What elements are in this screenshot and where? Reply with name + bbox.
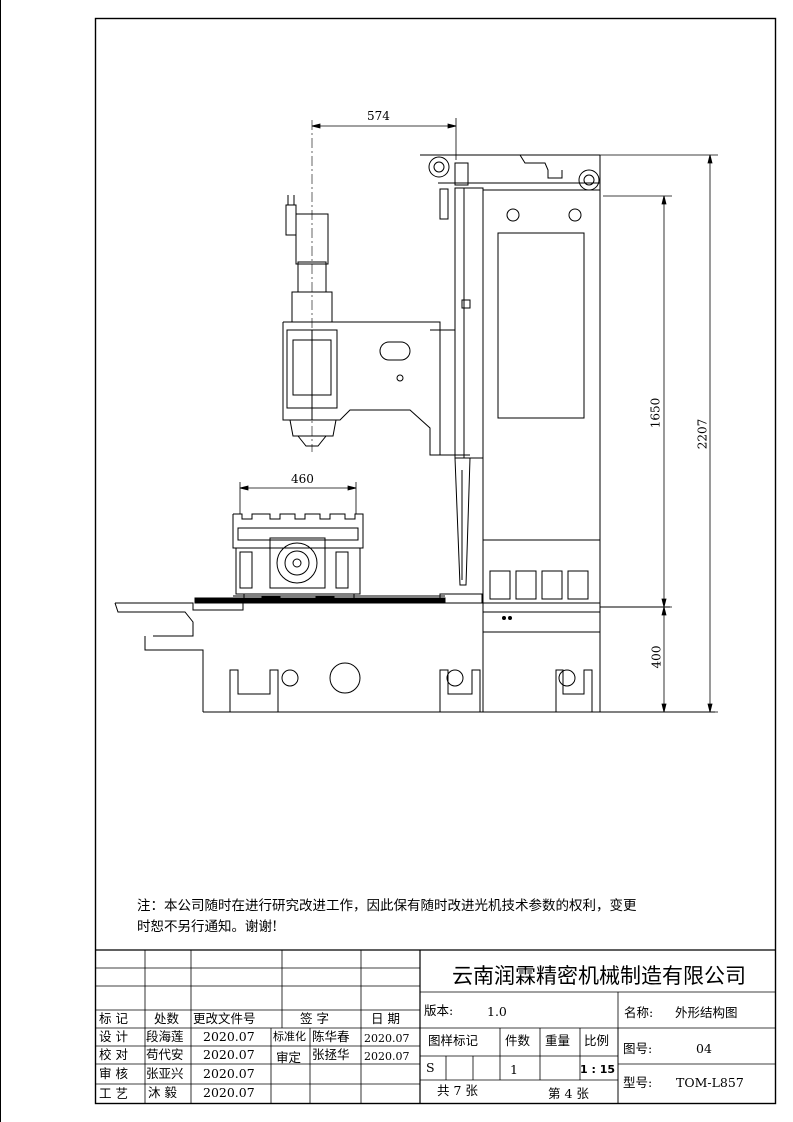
design-date: 2020.07	[203, 1029, 255, 1044]
dimension-2207: 2207	[695, 418, 710, 450]
sheet-number: 第 4 张	[548, 1086, 589, 1101]
drawing-mark-label: 图样标记	[428, 1033, 479, 1048]
model-value: TOM-L857	[676, 1075, 744, 1090]
quantity-label: 件数	[505, 1033, 531, 1048]
process-label: 工 艺	[99, 1086, 128, 1101]
header-count: 处数	[154, 1011, 180, 1026]
quantity-value: 1	[510, 1062, 518, 1077]
machine-elevation	[114, 120, 715, 713]
header-mark: 标 记	[99, 1011, 128, 1026]
dimension-460: 460	[291, 472, 314, 486]
standardize-name: 陈华春	[312, 1029, 350, 1044]
approve-label: 审定	[276, 1050, 302, 1065]
standardize-label: 标准化	[273, 1030, 306, 1043]
check-label: 校 对	[99, 1047, 128, 1062]
dimension-1650: 1650	[648, 397, 663, 429]
drawing-note: 注：本公司随时在进行研究改进工作，因此保有随时改进光机技术参数的权利，变更 时恕…	[137, 896, 637, 938]
process-name: 沐 毅	[148, 1085, 177, 1100]
review-name: 张亚兴	[146, 1066, 184, 1081]
drawing-number-label: 图号:	[623, 1041, 653, 1056]
name-value: 外形结构图	[675, 1005, 738, 1020]
spindle-head	[282, 195, 470, 456]
note-line-1: 注：本公司随时在进行研究改进工作，因此保有随时改进光机技术参数的权利，变更	[137, 898, 637, 914]
drawing-number-value: 04	[696, 1041, 712, 1056]
company-name: 云南润霖精密机械制造有限公司	[452, 964, 746, 988]
header-date: 日 期	[371, 1011, 400, 1026]
review-date: 2020.07	[203, 1066, 255, 1081]
design-name: 段海莲	[146, 1029, 184, 1044]
guide-rail	[194, 593, 483, 604]
z-axis-ram	[454, 187, 484, 586]
version-value: 1.0	[487, 1004, 507, 1019]
standardize-date: 2020.07	[364, 1032, 410, 1045]
scale-label: 比例	[584, 1033, 610, 1048]
drawing-frame	[0, 0, 777, 1122]
name-label: 名称:	[624, 1005, 654, 1020]
approve-date: 2020.07	[364, 1050, 410, 1063]
process-date: 2020.07	[203, 1085, 255, 1100]
design-label: 设 计	[99, 1029, 128, 1044]
approve-name: 张拯华	[312, 1047, 350, 1062]
total-sheets: 共 7 张	[437, 1083, 478, 1098]
review-label: 审 核	[99, 1066, 128, 1081]
dimension-574: 574	[367, 109, 390, 123]
check-name: 苟代安	[146, 1047, 184, 1062]
rotary-table	[232, 513, 364, 604]
weight-label: 重量	[545, 1033, 571, 1048]
check-date: 2020.07	[203, 1047, 255, 1062]
machine-column	[420, 154, 601, 604]
version-label: 版本:	[424, 1003, 454, 1018]
scale-value: 1 : 15	[580, 1063, 616, 1076]
model-label: 型号:	[623, 1075, 653, 1090]
dimension-400: 400	[649, 645, 664, 669]
title-block-grid	[95, 949, 776, 1104]
header-change-doc: 更改文件号	[193, 1011, 256, 1026]
dimension-lines	[239, 118, 718, 713]
note-line-2: 时恕不另行通知。谢谢!	[137, 919, 278, 935]
machine-base	[114, 602, 715, 713]
header-signature: 签 字	[300, 1011, 329, 1026]
mark-value: S	[426, 1060, 435, 1075]
